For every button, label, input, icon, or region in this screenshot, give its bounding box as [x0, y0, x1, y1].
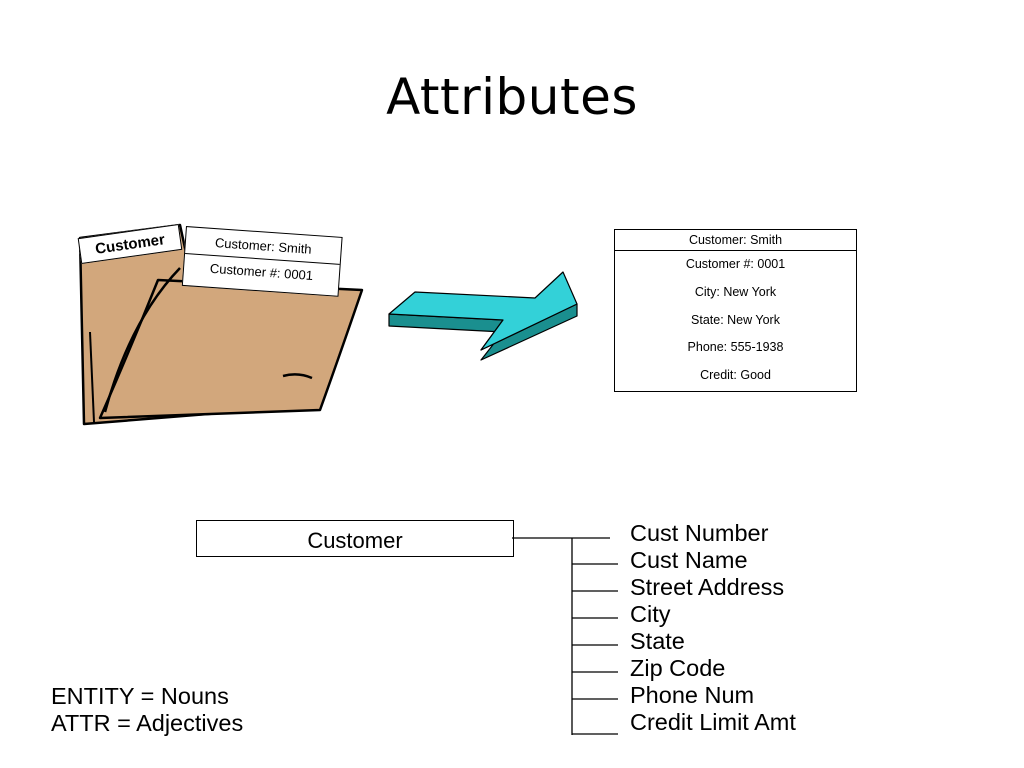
customer-record-box: Customer: Smith Customer #: 0001 City: N… — [614, 229, 857, 392]
arrow-right-icon — [388, 271, 578, 361]
slide-title: Attributes — [386, 68, 638, 126]
attribute-item: Street Address — [630, 574, 785, 600]
record-header: Customer: Smith — [615, 230, 856, 251]
folder-document-card: Customer: Smith Customer #: 0001 — [181, 226, 343, 297]
attribute-item: Credit Limit Amt — [630, 709, 796, 735]
legend-notes: ENTITY = Nouns ATTR = Adjectives — [51, 683, 243, 737]
entity-box: Customer — [196, 520, 514, 557]
attribute-item: Zip Code — [630, 655, 726, 681]
attribute-item: Phone Num — [630, 682, 755, 708]
attribute-item: Cust Number — [630, 520, 769, 546]
record-row: Customer #: 0001 — [685, 257, 786, 271]
attribute-item: Cust Name — [630, 547, 748, 573]
attribute-connector-lines — [512, 537, 618, 735]
attribute-item: City — [630, 601, 671, 627]
folder-left-line — [89, 331, 95, 423]
record-row: State: New York — [691, 312, 780, 327]
record-row: Phone: 555-1938 — [687, 340, 784, 355]
record-row: City: New York — [694, 284, 777, 299]
legend-entity-note: ENTITY = Nouns — [51, 683, 229, 709]
attribute-item: State — [630, 628, 685, 654]
record-row: Credit: Good — [700, 368, 771, 383]
attribute-list: Cust Number Cust Name Street Address Cit… — [630, 520, 796, 736]
folder-crease-line — [103, 267, 181, 413]
arrow-face — [388, 271, 578, 351]
folder-edge-mark — [282, 373, 313, 380]
legend-attr-note: ATTR = Adjectives — [51, 710, 244, 736]
